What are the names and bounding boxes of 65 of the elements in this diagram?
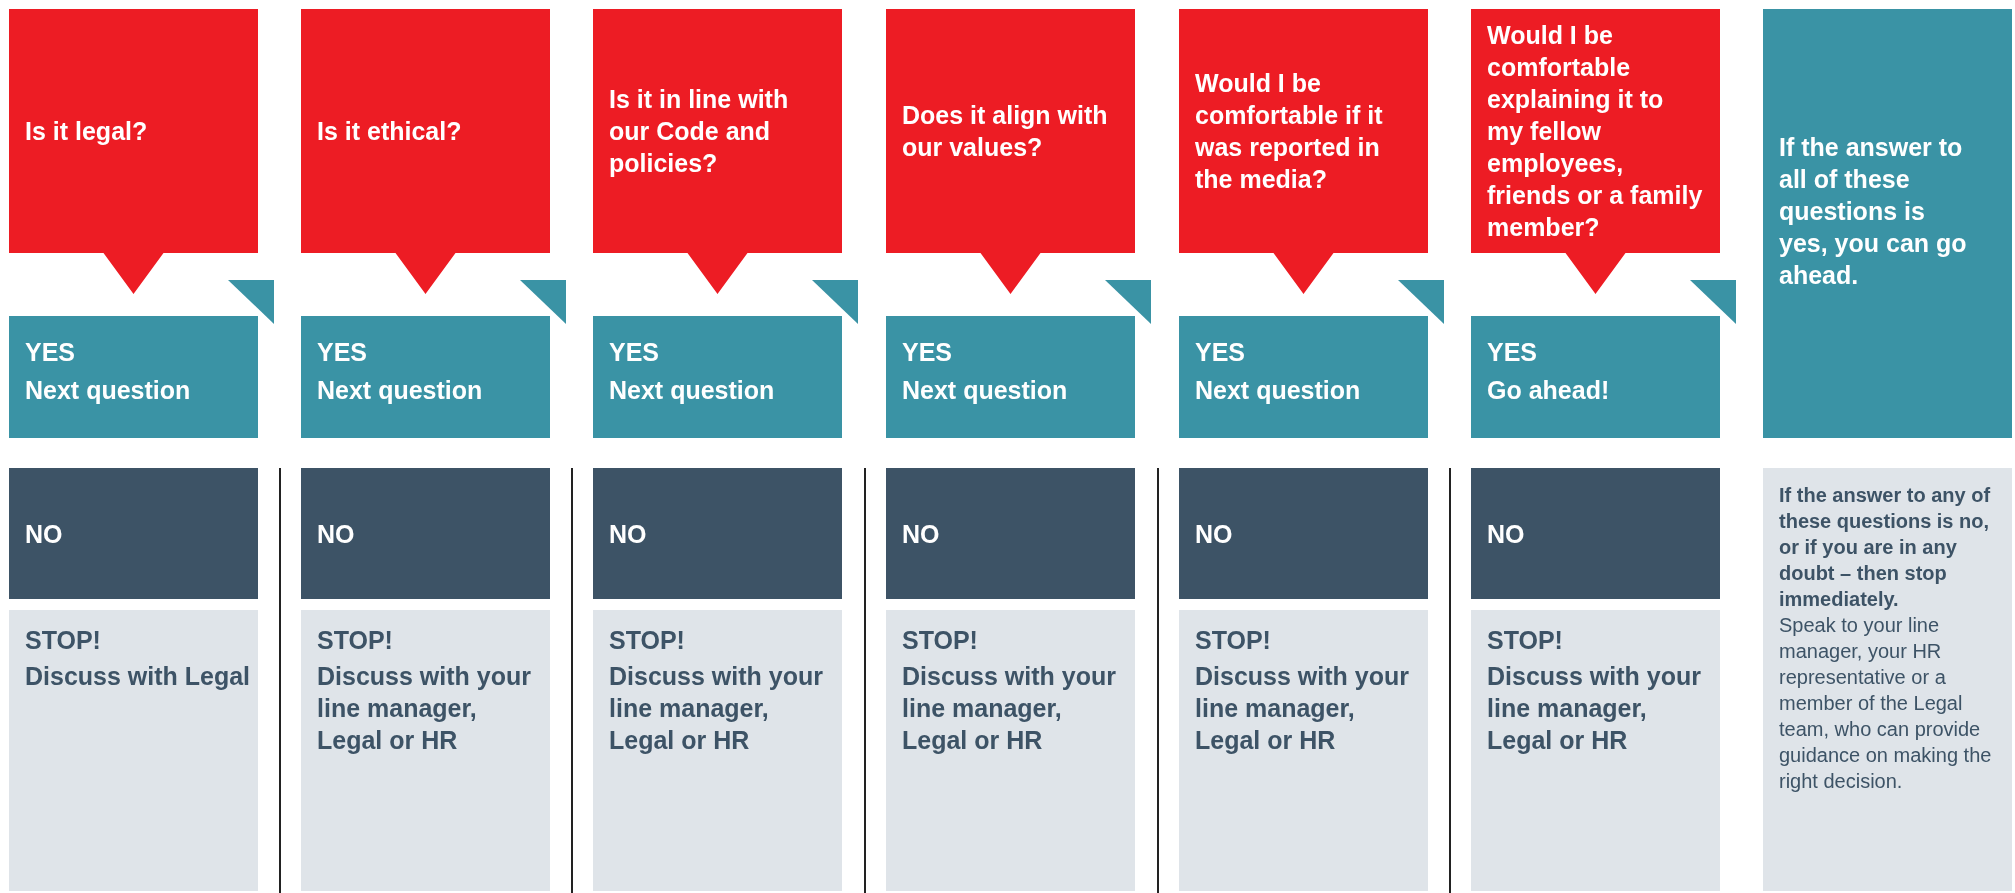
question-text: Would I be comfortable if it was reported in the media? bbox=[1195, 68, 1384, 195]
note-heading: If the answer to any of these questions is no, or if you are in any doubt – then stop immediately. bbox=[1779, 483, 1992, 612]
question-text: Is it legal? bbox=[25, 116, 149, 147]
yes-box bbox=[1471, 316, 1720, 438]
stop-label: STOP! bbox=[1487, 625, 1564, 656]
question-bubble bbox=[9, 9, 258, 294]
answer-label: NO bbox=[1487, 518, 1526, 550]
stop-label: STOP! bbox=[25, 625, 102, 656]
advice-text: Discuss with your line manager, Legal or HR bbox=[609, 661, 824, 756]
stop-label: STOP! bbox=[317, 625, 394, 656]
advice-text: Discuss with your line manager, Legal or HR bbox=[317, 661, 532, 756]
answer-text: Next question bbox=[609, 375, 776, 406]
answer-label: NO bbox=[25, 518, 64, 550]
answer-label: NO bbox=[609, 518, 648, 550]
conclusion-box bbox=[1763, 9, 2012, 438]
note-text: Speak to your line manager, your HR representative or a member of the Legal team, who can provide guidance on making the right decision. bbox=[1779, 613, 1993, 794]
question-text: Would I be comfortable explaining it to my fellow employees, friends or a family member? bbox=[1487, 20, 1704, 243]
no-box bbox=[1179, 468, 1428, 599]
no-box bbox=[301, 468, 550, 599]
answer-label: YES bbox=[1195, 337, 1247, 368]
answer-label: NO bbox=[902, 518, 941, 550]
stop-box bbox=[1179, 610, 1428, 891]
no-box bbox=[1471, 468, 1720, 599]
conclusion-text: If the answer to all of these questions is yes, you can go ahead. bbox=[1779, 132, 1968, 291]
answer-text: Go ahead! bbox=[1487, 375, 1611, 406]
answer-text: Next question bbox=[902, 375, 1069, 406]
stop-label: STOP! bbox=[609, 625, 686, 656]
no-box bbox=[886, 468, 1135, 599]
answer-label: YES bbox=[317, 337, 369, 368]
stop-label: STOP! bbox=[1195, 625, 1272, 656]
note-box bbox=[1763, 468, 2012, 891]
question-bubble bbox=[1471, 9, 1720, 294]
answer-label: YES bbox=[25, 337, 77, 368]
stop-box bbox=[886, 610, 1135, 891]
advice-text: Discuss with your line manager, Legal or HR bbox=[1195, 661, 1410, 756]
answer-label: NO bbox=[317, 518, 356, 550]
answer-text: Next question bbox=[25, 375, 192, 406]
question-bubble bbox=[593, 9, 842, 294]
answer-label: YES bbox=[1487, 337, 1539, 368]
stop-box bbox=[593, 610, 842, 891]
answer-label: YES bbox=[609, 337, 661, 368]
advice-text: Discuss with Legal bbox=[25, 661, 252, 692]
question-text: Does it align with our values? bbox=[902, 100, 1109, 163]
no-box bbox=[9, 468, 258, 599]
advice-text: Discuss with your line manager, Legal or HR bbox=[902, 661, 1117, 756]
yes-box bbox=[9, 316, 258, 438]
answer-label: NO bbox=[1195, 518, 1234, 550]
yes-box bbox=[886, 316, 1135, 438]
answer-label: YES bbox=[902, 337, 954, 368]
stop-label: STOP! bbox=[902, 625, 979, 656]
answer-text: Next question bbox=[317, 375, 484, 406]
stop-box bbox=[301, 610, 550, 891]
yes-box bbox=[1179, 316, 1428, 438]
stop-box bbox=[9, 610, 258, 891]
advice-text: Discuss with your line manager, Legal or HR bbox=[1487, 661, 1702, 756]
no-box bbox=[593, 468, 842, 599]
question-bubble bbox=[886, 9, 1135, 294]
question-bubble bbox=[1179, 9, 1428, 294]
yes-box bbox=[593, 316, 842, 438]
question-bubble bbox=[301, 9, 550, 294]
stop-box bbox=[1471, 610, 1720, 891]
yes-box bbox=[301, 316, 550, 438]
answer-text: Next question bbox=[1195, 375, 1362, 406]
question-text: Is it ethical? bbox=[317, 116, 463, 147]
question-text: Is it in line with our Code and policies? bbox=[609, 84, 790, 179]
